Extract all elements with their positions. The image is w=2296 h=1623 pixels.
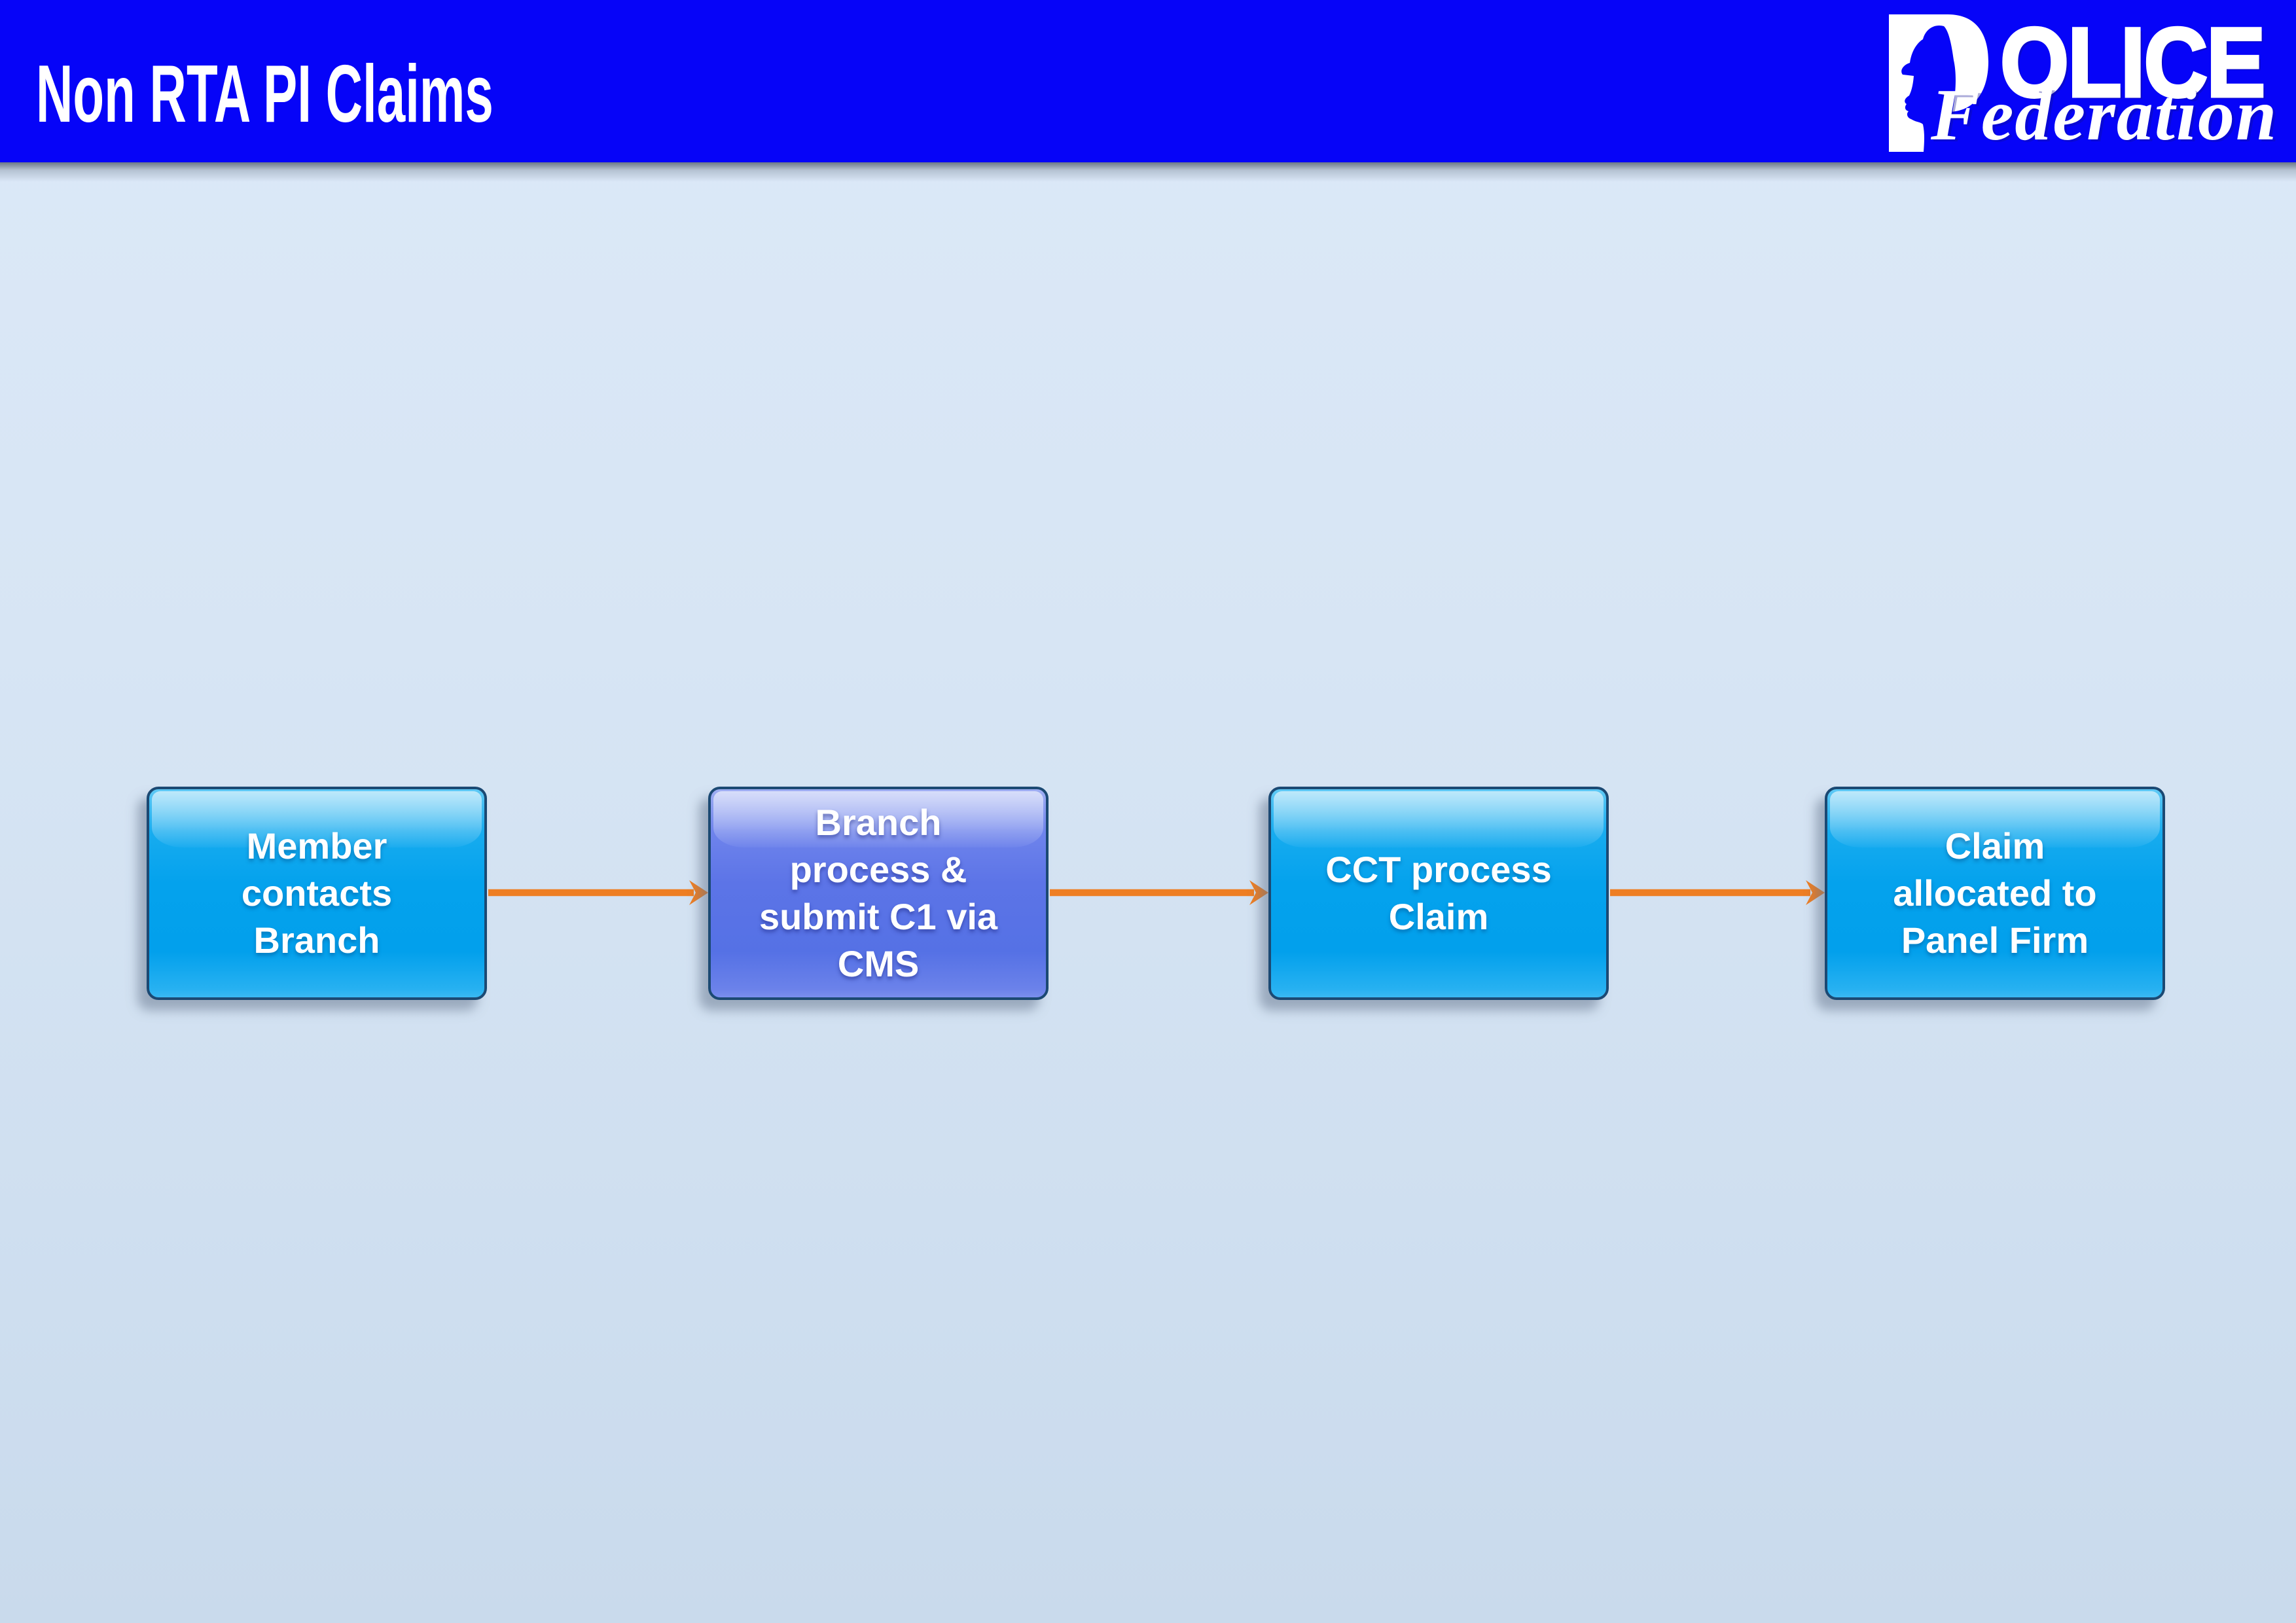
flow-step-cct-process-claim: CCT process Claim bbox=[1268, 787, 1609, 1000]
flow-step-member-contacts-branch: Member contacts Branch bbox=[147, 787, 487, 1000]
page-title: Non RTA PI Claims bbox=[36, 49, 493, 139]
arrow-right-icon bbox=[488, 880, 708, 905]
flow-step-branch-process-submit-c1: Branch process & submit C1 via CMS bbox=[708, 787, 1049, 1000]
logo-police-wordmark: OLICE bbox=[1999, 7, 2267, 117]
header-shadow bbox=[0, 162, 2296, 182]
flow-step-label: Claim allocated to Panel Firm bbox=[1893, 825, 2097, 961]
arrow-right-icon bbox=[1050, 880, 1268, 905]
arrow-right-icon bbox=[1610, 880, 1825, 905]
flow-step-claim-allocated-panel-firm: Claim allocated to Panel Firm bbox=[1825, 787, 2165, 1000]
police-officer-silhouette-icon bbox=[1889, 14, 1988, 152]
logo-federation-wordmark: Federation bbox=[1931, 75, 2278, 156]
flow-step-label: CCT process Claim bbox=[1325, 849, 1552, 937]
flow-step-label: Member contacts Branch bbox=[241, 825, 393, 961]
flow-step-label: Branch process & submit C1 via CMS bbox=[759, 802, 998, 984]
police-federation-logo: OLICE Federation bbox=[1885, 7, 2291, 156]
header-bar: Non RTA PI Claims OLICE Federation bbox=[0, 0, 2296, 162]
